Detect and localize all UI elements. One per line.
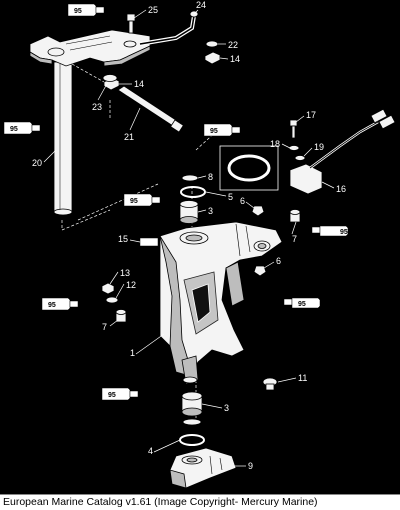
svg-text:95: 95 bbox=[298, 301, 306, 308]
callout-18: 18 bbox=[270, 139, 280, 149]
lubricant-tube-icon: 95 bbox=[101, 387, 139, 401]
bushing-part bbox=[289, 209, 301, 223]
grease-fitting-part bbox=[253, 265, 267, 277]
lower-yoke-part bbox=[169, 447, 237, 489]
callout-1: 1 bbox=[130, 348, 135, 358]
callout-14: 14 bbox=[230, 54, 240, 64]
o-ring-part bbox=[179, 434, 205, 446]
washer-part bbox=[102, 74, 118, 82]
callout-15: 15 bbox=[118, 234, 128, 244]
nut-part bbox=[101, 282, 115, 295]
grease-fitting-part bbox=[251, 205, 265, 217]
callout-21: 21 bbox=[124, 132, 134, 142]
lubricant-tube-icon: 95 bbox=[203, 123, 241, 137]
callout-6: 6 bbox=[276, 256, 281, 266]
callout-19: 19 bbox=[314, 142, 324, 152]
callout-12: 12 bbox=[126, 280, 136, 290]
bushing-part bbox=[179, 200, 199, 224]
svg-text:95: 95 bbox=[108, 392, 116, 399]
washer-part bbox=[294, 155, 306, 161]
o-ring-part bbox=[180, 186, 206, 198]
trim-sender-part bbox=[289, 108, 396, 195]
copyright-caption: European Marine Catalog v1.61 (Image Cop… bbox=[3, 496, 318, 508]
bolt-part bbox=[126, 13, 136, 34]
washer-part bbox=[205, 40, 219, 48]
callout-14: 14 bbox=[134, 79, 144, 89]
nut-part bbox=[204, 51, 221, 65]
svg-text:95: 95 bbox=[210, 128, 218, 135]
callout-9: 9 bbox=[248, 461, 253, 471]
callout-5: 5 bbox=[228, 192, 233, 202]
svg-text:95: 95 bbox=[10, 126, 18, 133]
svg-text:95: 95 bbox=[74, 8, 82, 15]
lubricant-tube-icon: 95 bbox=[123, 193, 161, 207]
alignment-line bbox=[71, 63, 105, 83]
callout-13: 13 bbox=[120, 268, 130, 278]
bushing-part bbox=[181, 391, 203, 417]
svg-text:95: 95 bbox=[48, 302, 56, 309]
alignment-line bbox=[61, 209, 111, 231]
callout-16: 16 bbox=[336, 184, 346, 194]
svg-text:95: 95 bbox=[340, 229, 348, 236]
lubricant-tube-icon: 95 bbox=[3, 121, 41, 135]
diagram-canvas: 95 95 95 95 95 95 95 95 bbox=[3, 0, 396, 489]
swivel-tube-part bbox=[53, 61, 73, 216]
callout-17: 17 bbox=[306, 110, 316, 120]
leader-lines bbox=[43, 9, 335, 467]
svg-text:95: 95 bbox=[130, 198, 138, 205]
callout-7: 7 bbox=[292, 234, 297, 244]
callout-22: 22 bbox=[228, 40, 238, 50]
decal-part bbox=[139, 237, 159, 247]
callout-7: 7 bbox=[102, 322, 107, 332]
ring-part bbox=[181, 174, 199, 182]
callout-8: 8 bbox=[208, 172, 213, 182]
callout-24: 24 bbox=[196, 0, 206, 10]
long-bolt-part bbox=[117, 85, 184, 133]
lubricant-tube-icon: 95 bbox=[311, 225, 349, 237]
lubricant-tube-icon: 95 bbox=[41, 297, 79, 311]
lubricant-tube-icon: 95 bbox=[67, 3, 105, 17]
callout-4: 4 bbox=[148, 446, 153, 456]
ring-part bbox=[182, 418, 202, 426]
callout-6: 6 bbox=[240, 196, 245, 206]
washer-part bbox=[105, 296, 119, 304]
exploded-parts-diagram: 95 95 95 95 95 95 95 95 bbox=[3, 0, 396, 489]
washer-part bbox=[288, 145, 300, 151]
bolt-part bbox=[262, 377, 278, 391]
callout-25: 25 bbox=[148, 5, 158, 15]
swivel-bracket-part bbox=[159, 221, 283, 385]
callout-23: 23 bbox=[92, 102, 102, 112]
callout-11: 11 bbox=[298, 373, 307, 383]
o-ring-kit-box bbox=[219, 145, 279, 191]
bushing-part bbox=[115, 309, 127, 323]
callout-labels: 25 24 22 14 14 23 21 20 17 18 19 16 8 5 … bbox=[32, 0, 346, 471]
lubricant-tube-icon: 95 bbox=[283, 297, 321, 309]
steering-arm-part bbox=[29, 29, 151, 67]
callout-3: 3 bbox=[224, 403, 229, 413]
callout-20: 20 bbox=[32, 158, 42, 168]
bolt-part bbox=[289, 119, 298, 139]
copyright-caption-bar: European Marine Catalog v1.61 (Image Cop… bbox=[0, 494, 400, 510]
callout-3: 3 bbox=[208, 206, 213, 216]
